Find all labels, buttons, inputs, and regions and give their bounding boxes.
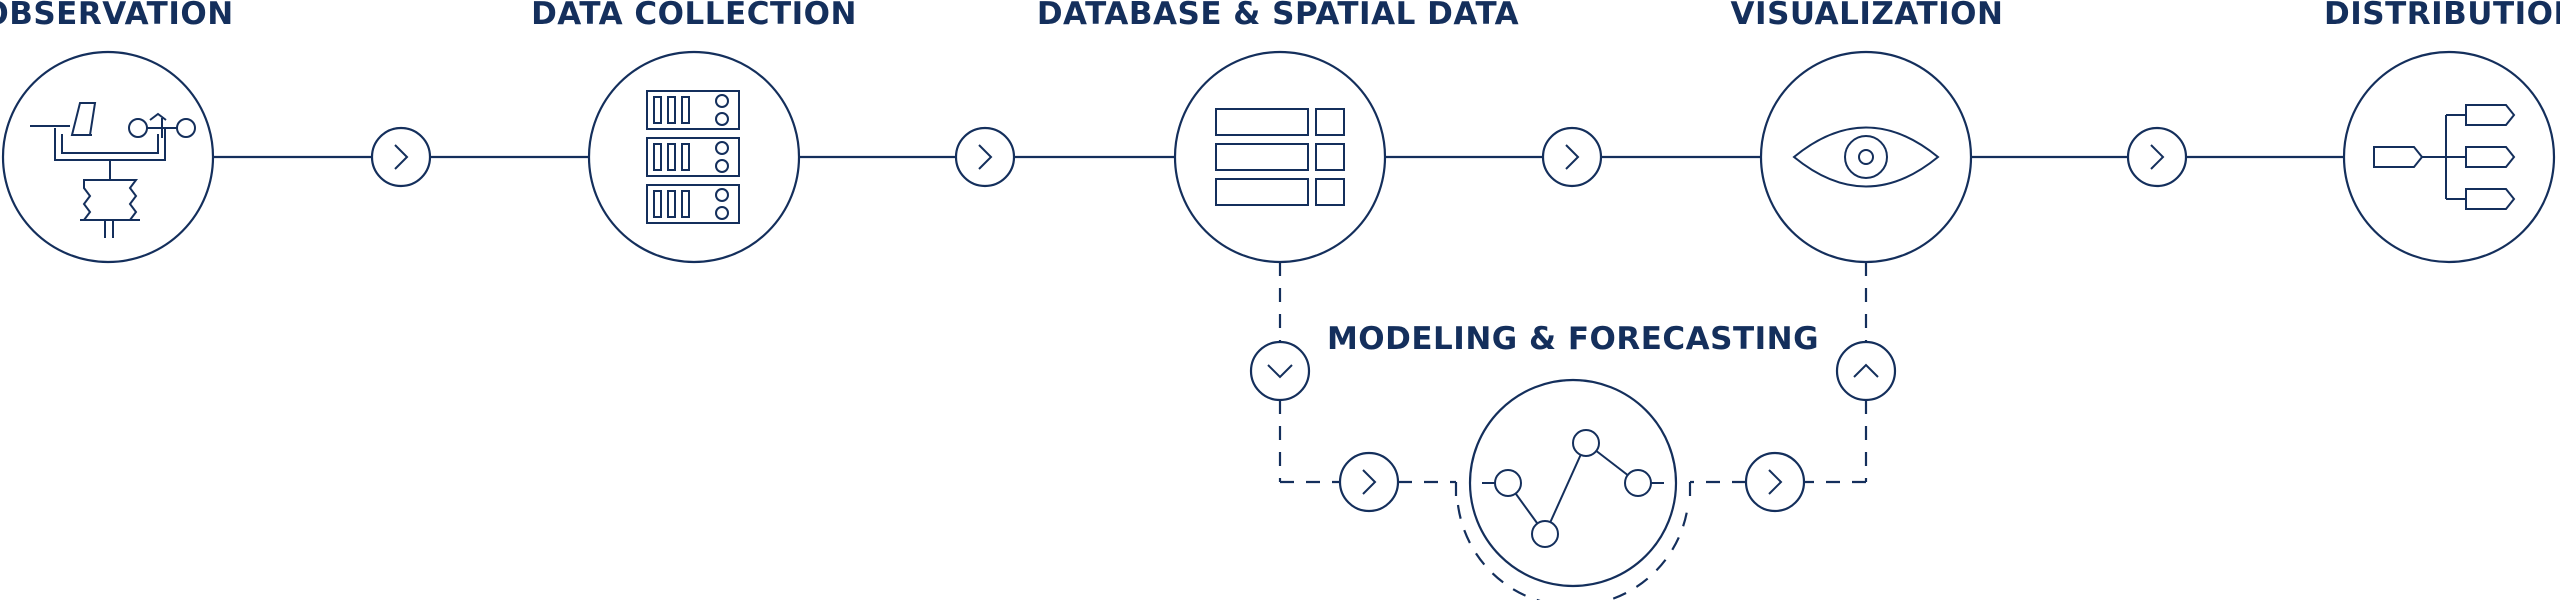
chevron-right-icon [1768,469,1783,495]
model-in-arrow-down [1249,340,1311,402]
stage-visualization [1759,50,1973,264]
flow-arrow-1 [370,126,432,188]
stage-title-visualization: VISUALIZATION [1731,0,2004,32]
database-table-icon [1215,108,1345,206]
stage-modeling-forecasting [1468,378,1678,588]
chevron-right-icon [978,144,993,170]
line-graph-icon [1482,429,1664,548]
stage-title-distribution: DISTRIBUTION [2324,0,2560,32]
model-out-arrow-up [1835,340,1897,402]
model-out-arrow-right [1744,451,1806,513]
stage-distribution [2342,50,2556,264]
stage-data-collection [587,50,801,264]
chevron-right-icon [394,144,409,170]
model-in-arrow-right [1338,451,1400,513]
distribution-tree-icon [2373,104,2516,210]
server-rack-icon [646,90,740,224]
modeling-title: MODELING & FORECASTING [1327,321,1819,357]
flow-arrow-2 [954,126,1016,188]
chevron-up-icon [1853,363,1879,378]
weather-station-icon [30,102,196,238]
eye-icon [1792,126,1940,188]
chevron-right-icon [2150,144,2165,170]
stage-title-database-spatial-data: DATABASE & SPATIAL DATA [1037,0,1519,32]
chevron-down-icon [1267,364,1293,379]
stage-title-data-collection: DATA COLLECTION [531,0,857,32]
stage-database-spatial-data [1173,50,1387,264]
flow-arrow-3 [1541,126,1603,188]
chevron-right-icon [1565,144,1580,170]
stage-observation [1,50,215,264]
flow-arrow-4 [2126,126,2188,188]
chevron-right-icon [1362,469,1377,495]
stage-title-observation: OBSERVATION [0,0,234,32]
modeling-branch-lines [1278,262,1868,600]
